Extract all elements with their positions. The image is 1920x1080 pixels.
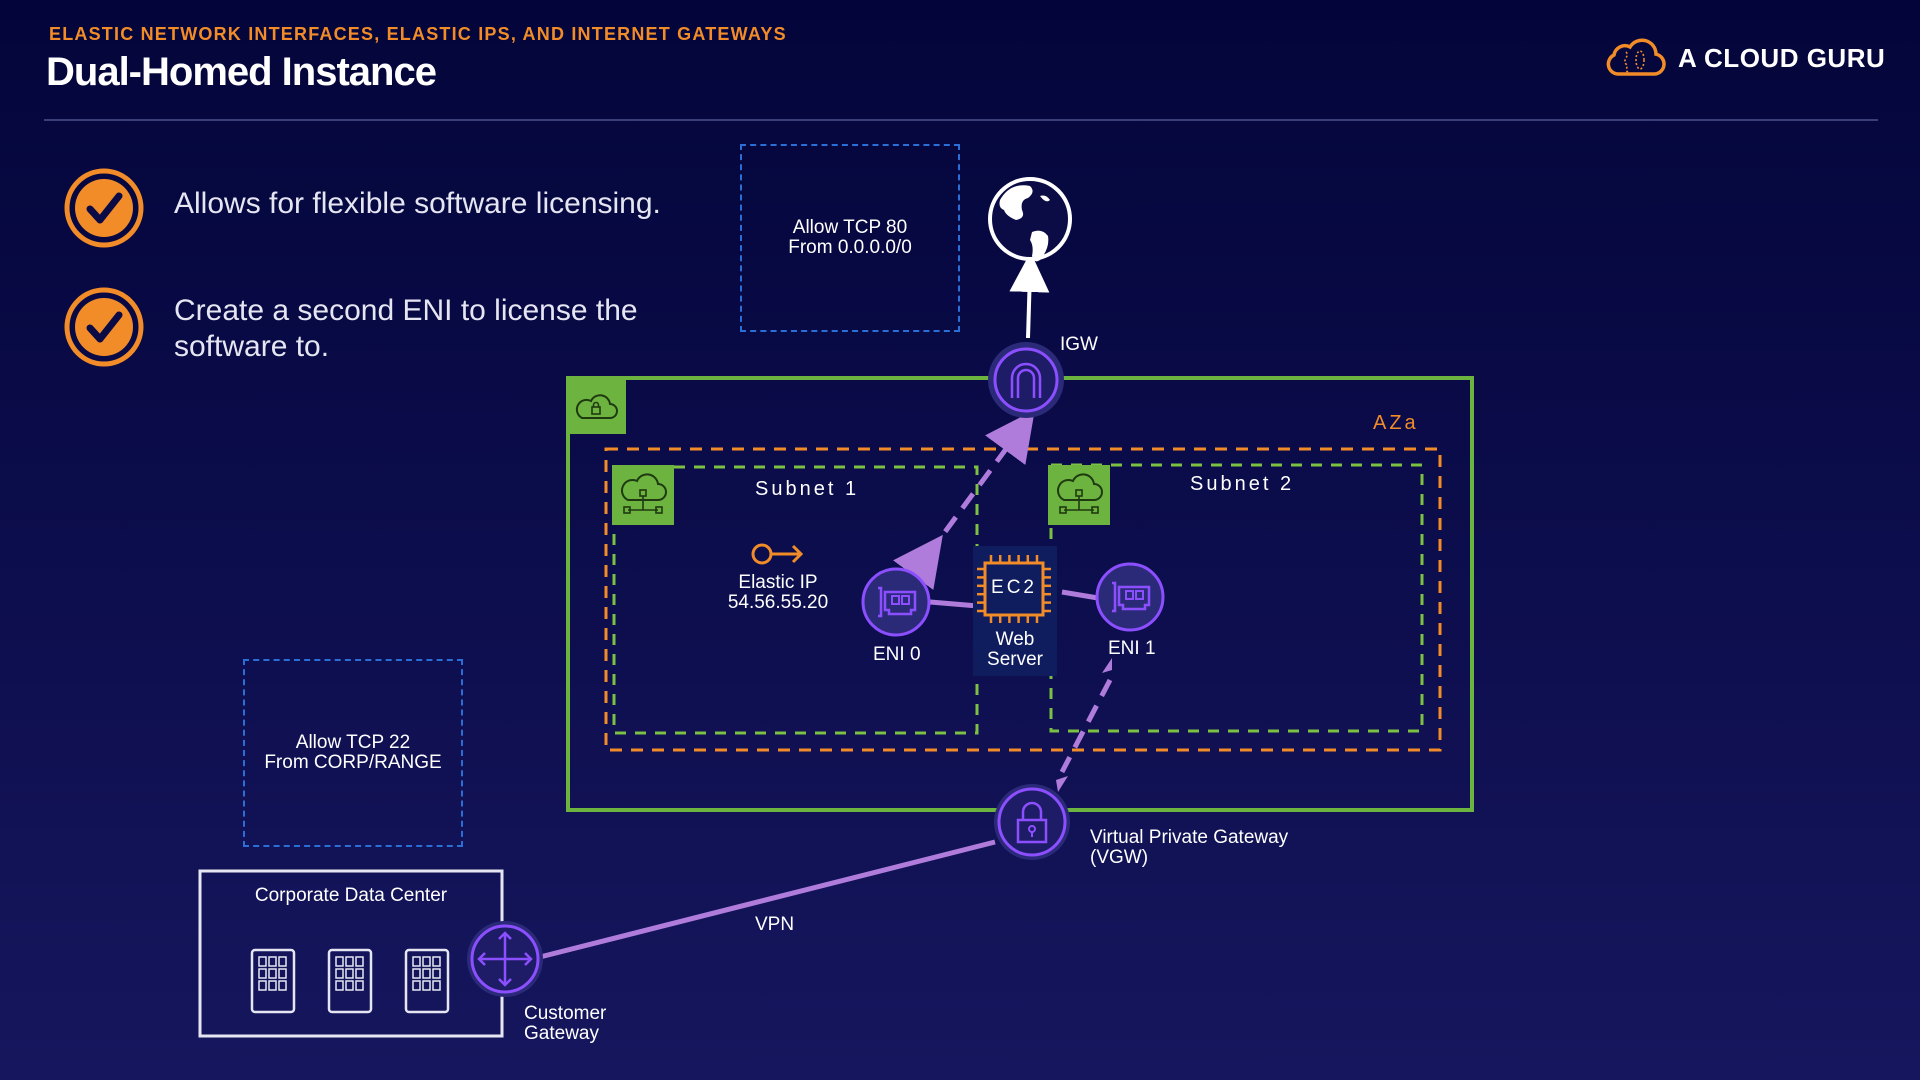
cgw-label-line: Customer <box>524 1003 607 1024</box>
vgw-label-line: (VGW) <box>1090 847 1149 868</box>
internet-globe-icon <box>988 177 1072 262</box>
elastic-ip-icon <box>751 543 804 565</box>
eni1-ec2-link <box>1061 589 1099 601</box>
buildings-group <box>250 948 450 1014</box>
vpn-label: VPN <box>755 914 795 935</box>
elastic-ip-title: Elastic IP <box>738 572 818 593</box>
vgw-label: Virtual Private Gateway (VGW) <box>1090 828 1288 868</box>
building-icon <box>250 948 296 1014</box>
slide-title: Dual-Homed Instance <box>46 50 437 94</box>
igw-to-internet-arrow <box>1009 252 1050 339</box>
subnet-1-label: Subnet 1 <box>755 478 860 500</box>
internet-gateway-icon[interactable] <box>988 342 1064 418</box>
bullet-text: Create a second ENI to license the softw… <box>174 294 638 363</box>
ec2-chip-label: EC2 <box>991 577 1037 598</box>
brand-logo: A CLOUD GURU <box>1604 38 1885 78</box>
customer-gateway-icon[interactable] <box>467 921 543 997</box>
eni-0-label: ENI 0 <box>873 644 921 665</box>
subnet-1-boundary <box>612 465 979 735</box>
eni-0-icon[interactable] <box>861 567 931 637</box>
header-divider <box>44 119 1878 121</box>
az-label: AZa <box>1373 412 1419 434</box>
cgw-label-line: Gateway <box>524 1023 599 1044</box>
brand-name: A CLOUD GURU <box>1678 42 1886 73</box>
subnet-2-icon <box>1048 465 1110 525</box>
elastic-ip-label: Elastic IP 54.56.55.20 <box>718 573 838 613</box>
bullet-item: Create a second ENI to license the softw… <box>64 287 694 367</box>
building-icon <box>327 948 373 1014</box>
building-icon <box>404 948 450 1014</box>
igw-label: IGW <box>1060 334 1098 355</box>
check-circle-icon <box>64 287 144 367</box>
vgw-label-line: Virtual Private Gateway <box>1090 827 1289 848</box>
web-server-label: Web Server <box>975 630 1055 670</box>
cloud-logo-icon <box>1606 38 1666 76</box>
eni1-vgw-route <box>1059 678 1113 774</box>
customer-gateway-label: Customer Gateway <box>524 1004 606 1044</box>
slide-subtitle: ELASTIC NETWORK INTERFACES, ELASTIC IPS,… <box>49 24 787 44</box>
vpn-link <box>539 839 996 960</box>
subnet-2-label: Subnet 2 <box>1190 473 1295 495</box>
bullet-item: Allows for flexible software licensing. <box>64 168 694 248</box>
sg-rule-line: From CORP/RANGE <box>264 752 442 773</box>
eni-1-label: ENI 1 <box>1108 638 1156 659</box>
eni0-ec2-link <box>929 599 979 609</box>
web-server-label-line: Web <box>995 629 1035 650</box>
sg-rule-line: From 0.0.0.0/0 <box>788 237 912 258</box>
ec2-instance-icon[interactable] <box>973 546 1057 676</box>
data-center-label: Corporate Data Center <box>254 885 448 906</box>
check-circle-icon <box>64 168 144 248</box>
elastic-ip-address: 54.56.55.20 <box>727 592 829 613</box>
vpc-lock-icon <box>566 376 626 434</box>
subnet-1-icon <box>612 465 674 525</box>
sg-rule-line: Allow TCP 80 <box>792 217 908 238</box>
eni-1-icon[interactable] <box>1095 562 1165 632</box>
web-server-label-line: Server <box>987 649 1043 670</box>
eni0-igw-route <box>893 409 1035 590</box>
virtual-private-gateway-icon[interactable] <box>994 784 1070 860</box>
sg-rule-line: Allow TCP 22 <box>295 732 411 753</box>
bullet-text: Allows for flexible software licensing. <box>174 187 661 220</box>
